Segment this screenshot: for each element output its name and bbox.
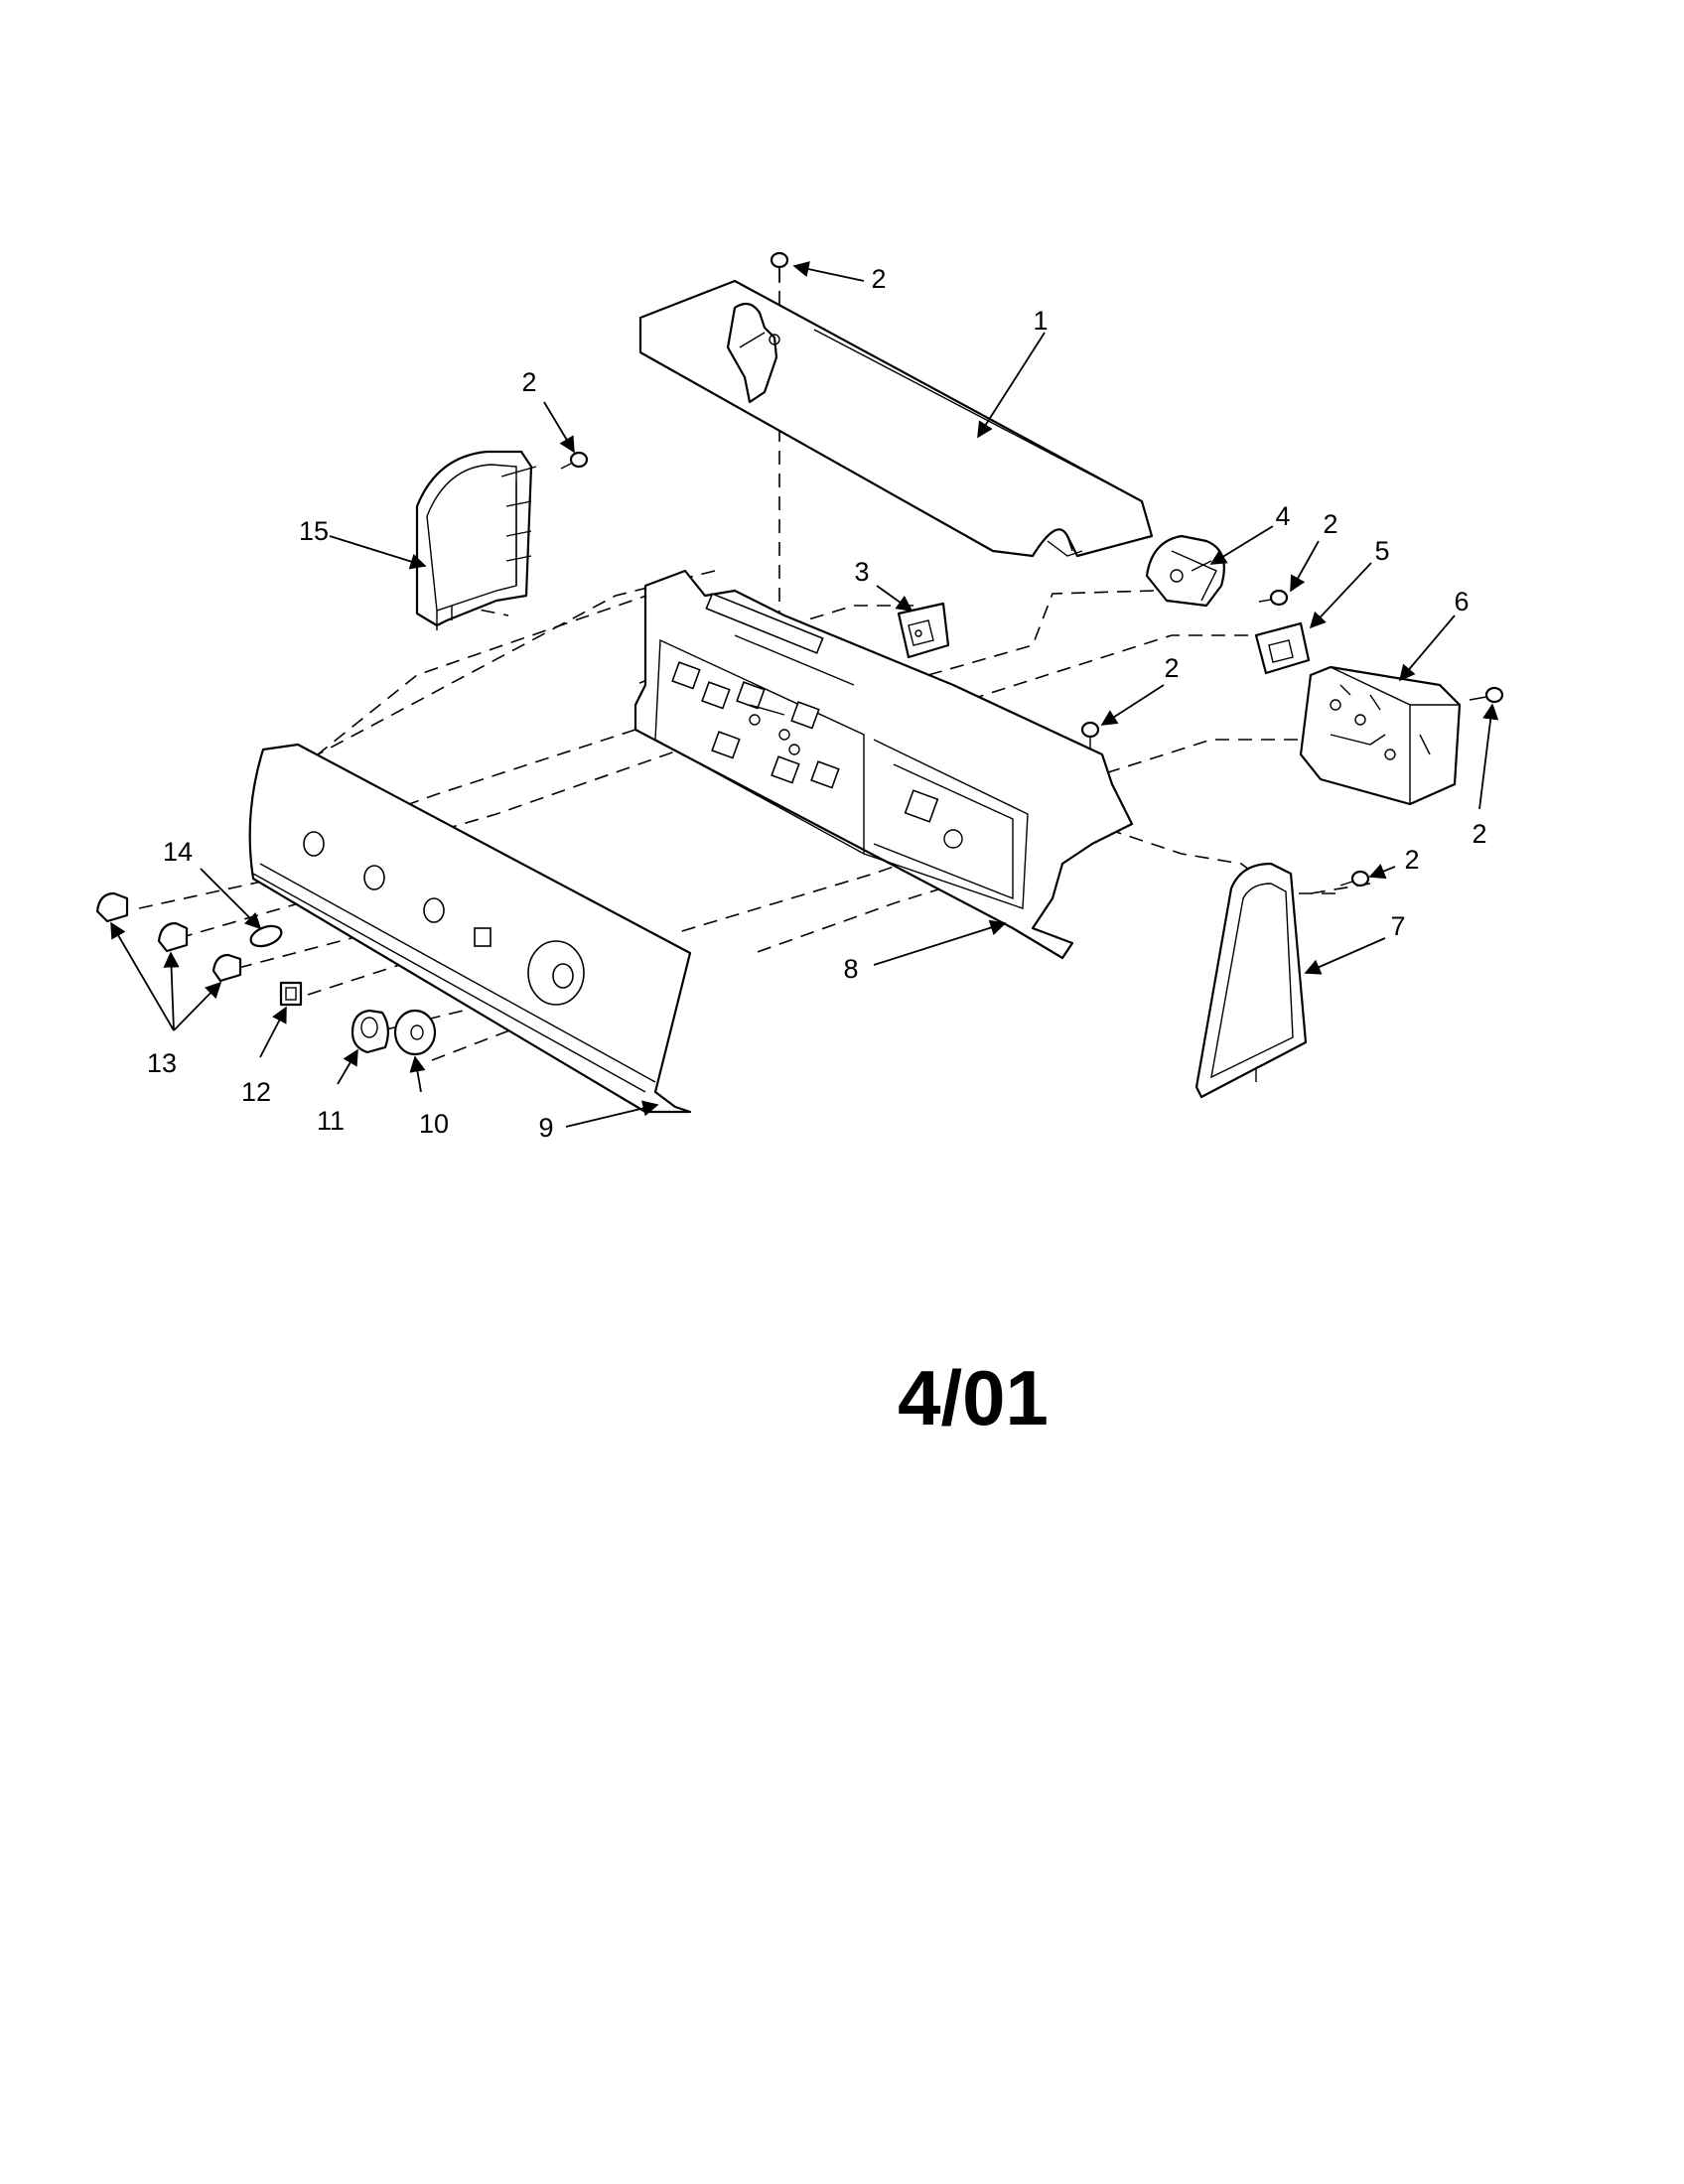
callout-9: 9 [538, 1113, 553, 1143]
callout-15: 15 [299, 516, 329, 546]
callout-6: 6 [1454, 587, 1469, 616]
screw-part4 [1258, 589, 1289, 607]
part-14-lens [249, 924, 283, 948]
callout-4: 4 [1275, 501, 1290, 531]
part-10-knob-skirt [393, 1009, 437, 1056]
part-15-left-end-cap [415, 450, 537, 630]
leader-lines [110, 261, 1499, 1128]
callout-13: 13 [147, 1048, 177, 1078]
part-8-control-bracket [633, 569, 1134, 960]
screw-bracket [1080, 721, 1100, 750]
callout-2-top: 2 [871, 264, 886, 294]
part-11-timer-knob [351, 1009, 389, 1054]
callout-2-timer: 2 [1472, 819, 1486, 849]
part-6-timer [1299, 665, 1462, 806]
callout-14: 14 [163, 837, 193, 867]
callout-2-bracket: 2 [1164, 653, 1179, 683]
callout-5: 5 [1374, 536, 1389, 566]
callout-2-left-cap: 2 [521, 367, 536, 397]
screw-timer [1469, 686, 1504, 704]
callout-11: 11 [317, 1106, 345, 1136]
callout-7: 7 [1390, 911, 1405, 941]
callout-1: 1 [1033, 306, 1048, 336]
callout-10: 10 [419, 1109, 449, 1139]
callout-12: 12 [241, 1077, 271, 1107]
callout-2-part4: 2 [1323, 509, 1337, 539]
date-stamp: 4/01 [898, 1354, 1049, 1441]
screw-right-cap [1339, 870, 1370, 887]
part-3-switch [897, 602, 950, 659]
part-13-knobs [95, 891, 242, 983]
screw-left-cap [560, 451, 589, 470]
part-4-component [1145, 534, 1225, 608]
callout-labels: 1 2 2 2 2 2 2 3 4 5 6 7 8 9 10 11 12 13 … [147, 264, 1487, 1143]
callout-2-right-cap: 2 [1404, 845, 1419, 875]
part-9-front-control-panel [248, 743, 692, 1114]
part-7-right-end-cap [1194, 862, 1308, 1099]
part-5-switch [1254, 621, 1311, 675]
callout-3: 3 [854, 557, 869, 587]
part-1-top-cover [638, 279, 1154, 558]
screw-top [770, 251, 789, 283]
part-2-screws [560, 251, 1504, 887]
callout-8: 8 [843, 954, 858, 984]
part-12-switch-button [279, 981, 303, 1007]
